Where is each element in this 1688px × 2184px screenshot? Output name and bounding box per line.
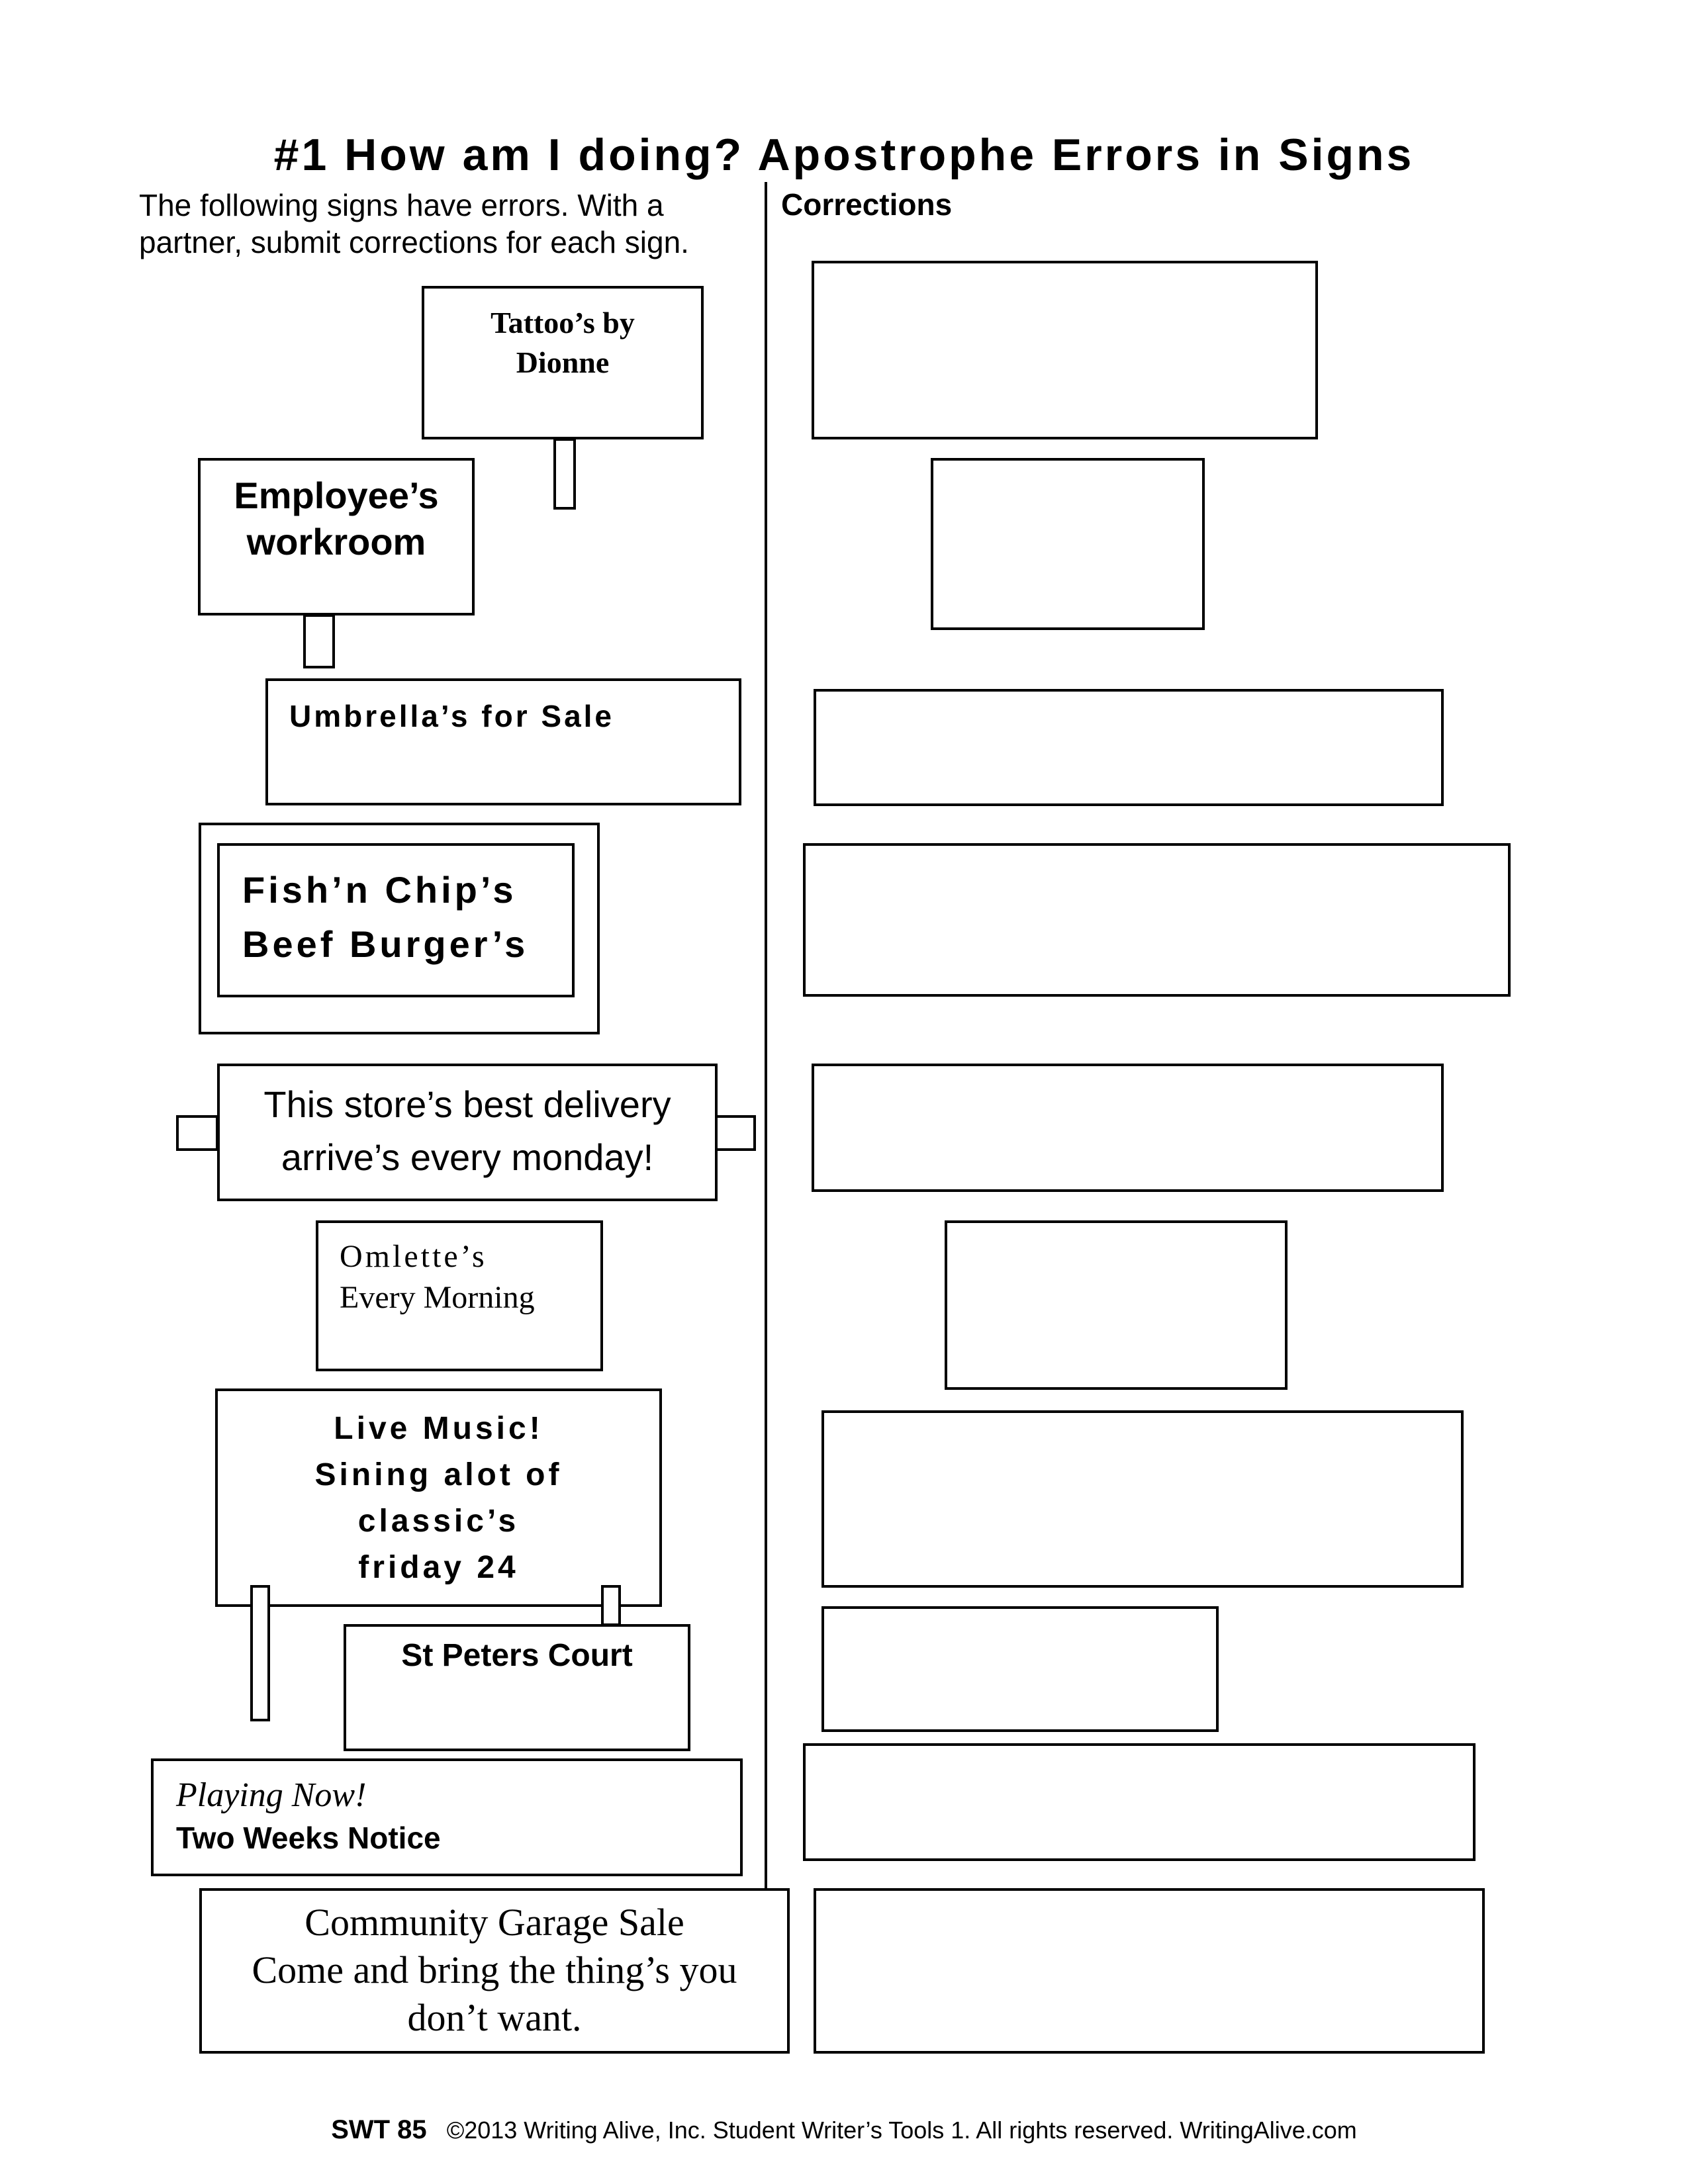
sign-umbrella-line-1: Umbrella’s for Sale	[289, 699, 615, 733]
sign-tattoo-line-2: Dionne	[516, 345, 610, 379]
sign-umbrella: Umbrella’s for Sale	[265, 678, 741, 805]
correction-box-omlette[interactable]	[945, 1220, 1288, 1390]
sign-garage: Community Garage Sale Come and bring the…	[199, 1888, 790, 2054]
correction-box-tattoo[interactable]	[812, 261, 1318, 439]
sign-fish-line-2: Beef Burger’s	[242, 923, 529, 965]
sign-music-right-post	[601, 1585, 621, 1626]
sign-garage-line-2: Come and bring the thing’s you	[252, 1948, 737, 1991]
footer: SWT 85 ©2013 Writing Alive, Inc. Student …	[0, 2115, 1688, 2145]
sign-playing-line-2: Two Weeks Notice	[176, 1821, 441, 1855]
correction-box-fish[interactable]	[803, 843, 1511, 997]
sign-employee-line-1: Employee’s	[234, 475, 439, 516]
sign-omlette-line-1: Omlette’s	[340, 1239, 487, 1274]
footer-code: SWT 85	[331, 2115, 427, 2144]
sign-tattoo-post	[553, 438, 576, 510]
sign-peters-line-1: St Peters Court	[401, 1638, 633, 1673]
correction-box-peters[interactable]	[821, 1606, 1219, 1732]
sign-employee-line-2: workroom	[246, 521, 426, 563]
column-divider	[765, 182, 767, 1903]
sign-store-line-1: This store’s best delivery	[263, 1083, 671, 1125]
sign-music-left-post	[250, 1585, 270, 1721]
sign-fish-line-1: Fish’n Chip’s	[242, 869, 517, 911]
sign-music-line-3: classic’s	[357, 1504, 520, 1539]
sign-store-line-2: arrive’s every monday!	[281, 1136, 654, 1178]
instructions: The following signs have errors. With a …	[139, 187, 768, 261]
sign-omlette: Omlette’s Every Morning	[316, 1220, 603, 1371]
sign-music-line-1: Live Music!	[334, 1411, 543, 1446]
sign-playing-line-1: Playing Now!	[176, 1776, 367, 1814]
sign-music: Live Music! Sining alot of classic’s fri…	[215, 1388, 662, 1607]
correction-box-umbrella[interactable]	[814, 689, 1444, 806]
instructions-line-1: The following signs have errors. With a	[139, 188, 664, 222]
sign-store-right-bracket	[714, 1115, 756, 1151]
sign-garage-line-3: don’t want.	[407, 1996, 582, 2039]
sign-employee: Employee’s workroom	[198, 458, 475, 615]
corrections-heading: Corrections	[781, 187, 953, 222]
sign-tattoo: Tattoo’s by Dionne	[422, 286, 704, 439]
sign-store-left-bracket	[176, 1115, 218, 1151]
correction-box-store[interactable]	[812, 1064, 1444, 1192]
sign-employee-post	[303, 614, 335, 668]
sign-peters: St Peters Court	[344, 1624, 690, 1751]
sign-garage-line-1: Community Garage Sale	[305, 1901, 684, 1944]
sign-store: This store’s best delivery arrive’s ever…	[217, 1064, 718, 1201]
sign-tattoo-line-1: Tattoo’s by	[491, 306, 635, 340]
instructions-line-2: partner, submit corrections for each sig…	[139, 225, 689, 259]
page-title: #1 How am I doing? Apostrophe Errors in …	[273, 130, 1415, 180]
sign-playing: Playing Now! Two Weeks Notice	[151, 1758, 743, 1876]
sign-fish: Fish’n Chip’s Beef Burger’s	[217, 843, 575, 997]
sign-omlette-line-2: Every Morning	[340, 1280, 535, 1315]
sign-music-line-4: friday 24	[358, 1550, 519, 1585]
correction-box-playing[interactable]	[803, 1743, 1476, 1861]
footer-copyright: ©2013 Writing Alive, Inc. Student Writer…	[446, 2116, 1357, 2144]
correction-box-music[interactable]	[821, 1410, 1464, 1588]
sign-music-line-2: Sining alot of	[314, 1457, 563, 1492]
correction-box-employee[interactable]	[931, 458, 1205, 630]
correction-box-garage[interactable]	[814, 1888, 1485, 2054]
